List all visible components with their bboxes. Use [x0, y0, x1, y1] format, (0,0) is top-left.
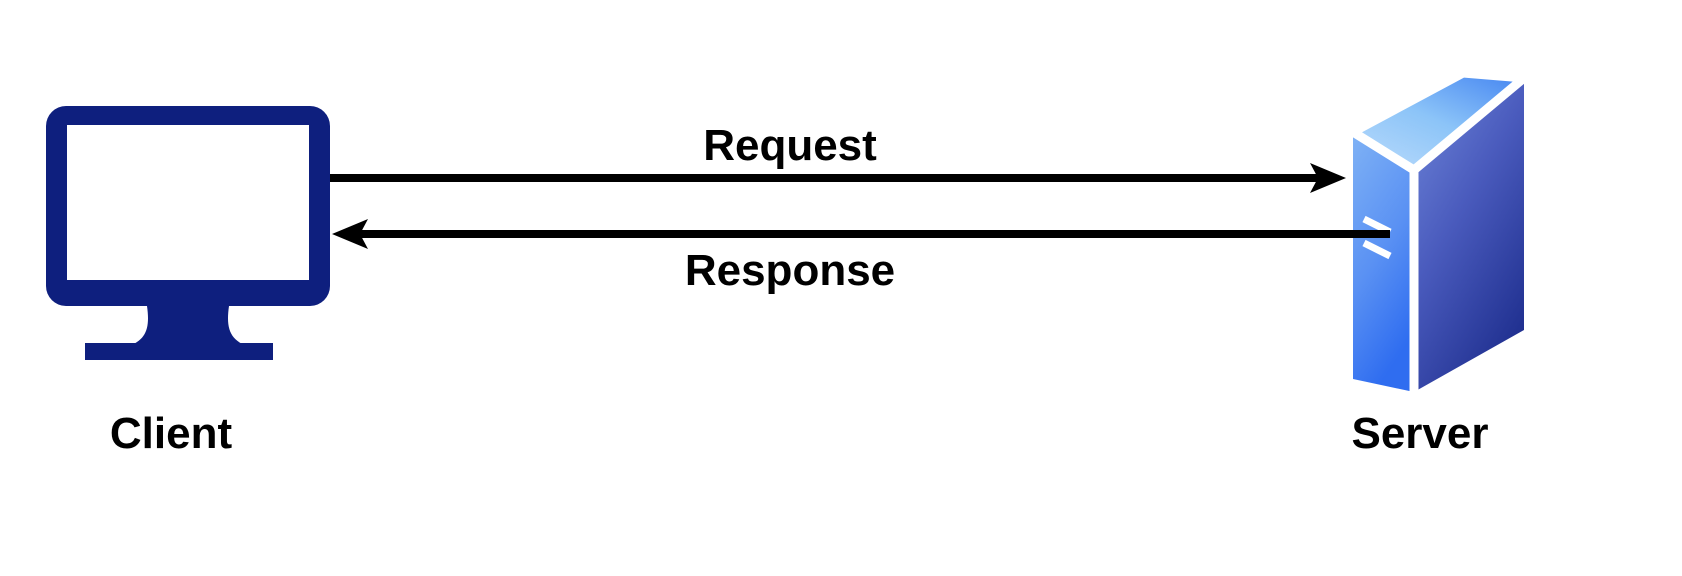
response-label: Response: [685, 246, 895, 295]
server-top-face: [1353, 73, 1524, 170]
response-arrow-head: [332, 219, 368, 249]
request-arrow-head: [1310, 163, 1346, 193]
monitor-base: [85, 343, 273, 360]
client-label: Client: [110, 409, 233, 458]
server-front-face: [1353, 132, 1414, 392]
client-node[interactable]: Client: [46, 106, 330, 458]
server-label: Server: [1351, 409, 1488, 458]
request-label: Request: [703, 121, 877, 170]
server-side-face: [1414, 78, 1524, 392]
request-arrow[interactable]: Request: [330, 121, 1346, 193]
server-vent-slot-2: [1362, 239, 1392, 260]
server-top-edge: [1348, 68, 1529, 175]
desktop-monitor-icon: [46, 106, 330, 360]
server-vent-slot-1: [1362, 215, 1392, 236]
monitor-screen: [67, 125, 309, 280]
server-node[interactable]: Server: [1348, 68, 1529, 458]
response-arrow[interactable]: Response: [332, 219, 1390, 295]
server-tower-icon: [1348, 68, 1529, 392]
monitor-neck: [108, 306, 268, 351]
